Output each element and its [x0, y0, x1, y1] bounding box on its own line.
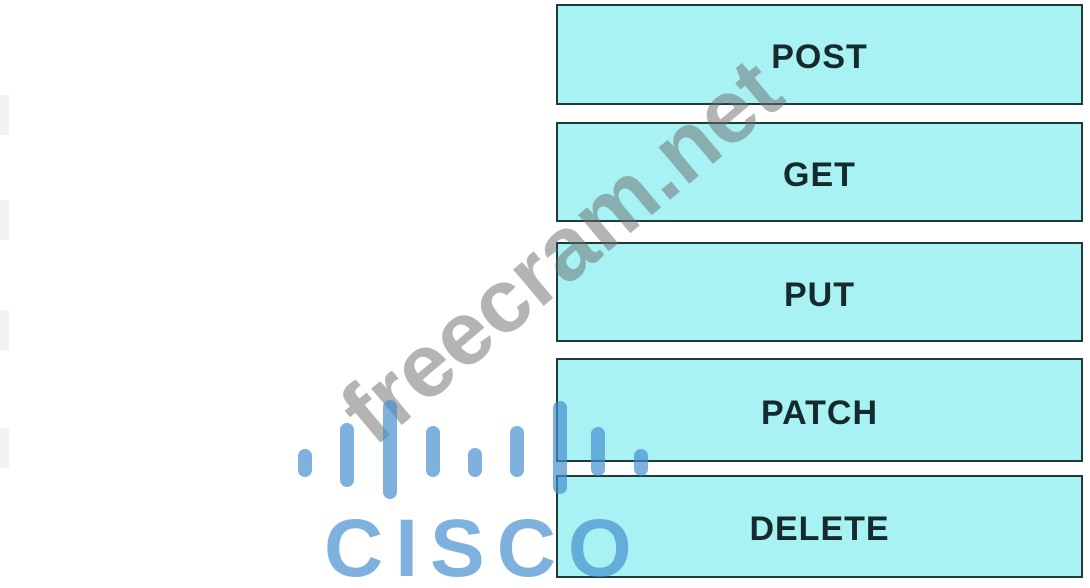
cisco-bar — [340, 423, 354, 487]
method-label: PATCH — [760, 393, 879, 432]
method-box-delete[interactable]: DELETE — [556, 475, 1083, 578]
cropped-edge-artifact — [0, 428, 9, 468]
cropped-edge-artifact — [0, 200, 9, 240]
cisco-bar — [591, 427, 605, 476]
cropped-edge-artifact — [0, 95, 9, 135]
cisco-wordmark: CISCO — [324, 503, 644, 588]
cisco-bar — [510, 426, 524, 477]
method-label: GET — [783, 155, 856, 194]
method-box-post[interactable]: POST — [556, 4, 1083, 105]
method-label: DELETE — [749, 510, 890, 548]
cisco-bar — [468, 448, 482, 477]
method-label: PUT — [784, 275, 855, 314]
cropped-edge-artifact — [0, 310, 9, 350]
cisco-bar — [298, 449, 312, 477]
cisco-bar — [426, 426, 440, 477]
cisco-bar — [634, 449, 648, 476]
cisco-bar — [553, 401, 567, 494]
method-box-get[interactable]: GET — [556, 122, 1083, 222]
method-box-put[interactable]: PUT — [556, 242, 1083, 342]
method-label: POST — [771, 38, 868, 76]
cisco-bar — [383, 400, 397, 499]
method-box-patch[interactable]: PATCH — [556, 358, 1083, 462]
